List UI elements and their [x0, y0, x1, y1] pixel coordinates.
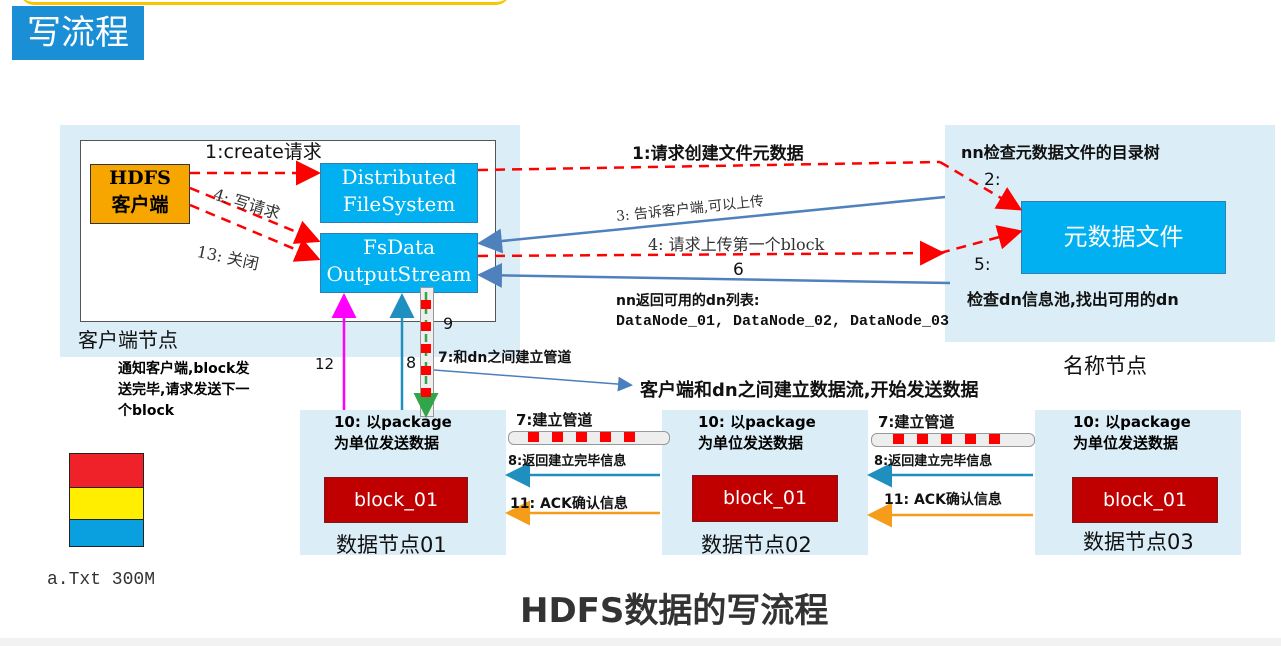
dn03-send-text: 10: 以package 为单位发送数据 — [1073, 412, 1191, 454]
arrow-fsdata-to-nn — [477, 240, 945, 266]
client-node-label: 客户端节点 — [78, 328, 178, 352]
top-accent-line — [20, 0, 510, 5]
pipe1-return-label: 8:返回建立完毕信息 — [508, 454, 627, 469]
hdfs-client-line1: HDFS — [109, 167, 171, 189]
arrow-client-write — [189, 186, 321, 244]
arrow-client-close — [189, 203, 321, 262]
dn01-send-line2: 为单位发送数据 — [334, 434, 440, 452]
stream-label: 客户端和dn之间建立数据流,开始发送数据 — [640, 380, 979, 401]
dn01-send-text: 10: 以package 为单位发送数据 — [334, 412, 452, 454]
check-tree-label: nn检查元数据文件的目录树 — [961, 143, 1160, 162]
pipe-v-seg — [421, 322, 431, 331]
arrow-nn-to-meta-bottom — [939, 225, 1023, 255]
file-label: a.Txt 300M — [47, 570, 156, 590]
upload-first-label: 4: 请求上传第一个block — [648, 235, 825, 254]
arrow-nn-to-meta-top — [939, 160, 1023, 211]
pipe-h1-seg — [528, 432, 539, 442]
file-part-blue — [69, 519, 144, 547]
pipe1-ack-label: 11: ACK确认信息 — [510, 496, 628, 512]
fsdata-line1: FsData — [362, 235, 436, 259]
pipe-h1-seg — [552, 432, 563, 442]
diagram-title: HDFS数据的写流程 — [520, 591, 829, 631]
page-title: 写流程 — [12, 6, 144, 60]
nn-return-label: nn返回可用的dn列表: — [616, 293, 760, 309]
step12-label: 12 — [315, 355, 335, 373]
datanode-02-label: 数据节点02 — [701, 533, 812, 557]
pipe-h2-seg — [989, 434, 1000, 444]
block-box-03: block_01 — [1072, 477, 1218, 523]
pipe-red-segments — [421, 300, 1000, 444]
pipe-h1-seg — [576, 432, 587, 442]
pipe-h2-seg — [941, 434, 952, 444]
dn01-send-line1: 10: 以package — [334, 413, 452, 431]
pipe-h1-seg — [600, 432, 611, 442]
step2-label: 2: — [984, 170, 1001, 190]
fsdata-outputstream-box: FsData OutputStream — [320, 233, 478, 293]
namenode-label: 名称节点 — [1063, 354, 1147, 378]
metadata-file-box: 元数据文件 — [1021, 201, 1226, 274]
notify-line3: 个block — [118, 403, 175, 419]
pipe2-build-label: 7:建立管道 — [878, 413, 955, 431]
dn03-send-line2: 为单位发送数据 — [1073, 434, 1179, 452]
block-box-02: block_01 — [692, 475, 838, 522]
hdfs-client-line2: 客户端 — [111, 194, 169, 216]
step9-label: 9 — [443, 314, 454, 333]
pipe-v-seg — [421, 344, 431, 353]
pipe2-return-label: 8:返回建立完毕信息 — [874, 454, 993, 469]
pipe-v-seg — [421, 300, 431, 309]
datanode-03-label: 数据节点03 — [1083, 530, 1194, 554]
block-box-01: block_01 — [324, 477, 468, 523]
notify-line2: 送完毕,请求发送下一 — [118, 382, 250, 398]
arrow-nn-tell-client — [477, 195, 946, 254]
step5-label: 5: — [974, 255, 991, 275]
arrow-build-stream — [433, 369, 633, 392]
pipe2-ack-label: 11: ACK确认信息 — [884, 492, 1002, 508]
step8-label: 8 — [406, 353, 417, 372]
pipe-h2-seg — [917, 434, 928, 444]
dn-list-label: DataNode_01, DataNode_02, DataNode_03 — [616, 313, 950, 330]
notify-line1: 通知客户端,block发 — [118, 361, 250, 377]
pipe-h2-seg — [965, 434, 976, 444]
dn02-send-text: 10: 以package 为单位发送数据 — [698, 412, 816, 454]
step7-pipe-label: 7:和dn之间建立管道 — [438, 350, 572, 366]
dfs-line1: Distributed — [341, 165, 457, 189]
check-pool-label: 检查dn信息池,找出可用的dn — [967, 290, 1179, 309]
pipe-h2-seg — [893, 434, 904, 444]
datanode-01-label: 数据节点01 — [336, 533, 447, 557]
dn02-send-line1: 10: 以package — [698, 413, 816, 431]
hdfs-client-box: HDFS 客户端 — [90, 164, 190, 224]
dfs-line2: FileSystem — [342, 192, 456, 216]
pipe-h1-seg — [624, 432, 635, 442]
pipe1-build-label: 7:建立管道 — [516, 411, 593, 429]
notify-client-text: 通知客户端,block发 送完毕,请求发送下一 个block — [118, 359, 249, 422]
fsdata-line2: OutputStream — [326, 262, 472, 286]
pipe-v-seg — [421, 388, 431, 397]
step6-label: 6 — [733, 260, 744, 280]
arrow-dfs-to-nn — [477, 160, 941, 172]
dn03-send-line1: 10: 以package — [1073, 413, 1191, 431]
step1-create-label: 1:create请求 — [205, 141, 322, 163]
file-part-yellow — [69, 487, 144, 521]
arrow-nn-return-dn — [477, 262, 951, 288]
distributed-filesystem-box: Distributed FileSystem — [320, 163, 478, 223]
dn02-send-line2: 为单位发送数据 — [698, 434, 804, 452]
pipe-v-seg — [421, 366, 431, 375]
req-metadata-label: 1:请求创建文件元数据 — [632, 144, 804, 164]
